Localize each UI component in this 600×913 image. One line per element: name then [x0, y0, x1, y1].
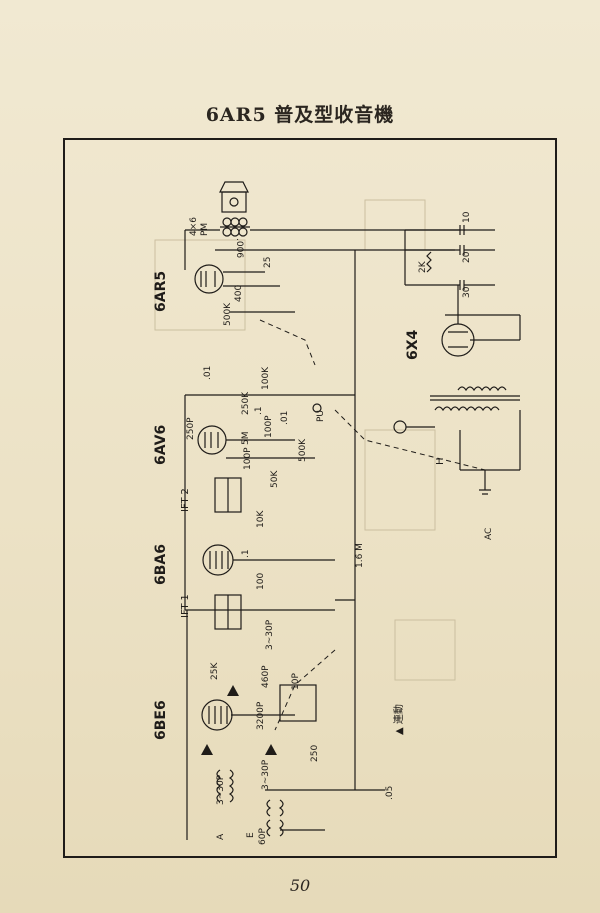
gang-marker-1 — [227, 685, 239, 696]
tube-6x4 — [441, 285, 521, 357]
c-speaker-label: .006 — [234, 238, 244, 258]
tube-6av6 — [197, 425, 227, 455]
page-title: 6AR5 普及型收音機 — [205, 104, 395, 126]
page-number: 50 — [289, 876, 311, 895]
c-1-b-label: .1 — [241, 549, 251, 558]
pickup-jack-icon — [312, 403, 322, 413]
speaker — [219, 181, 250, 237]
r-50k-label: 50K — [270, 470, 280, 488]
r-1-6m-label: 1.6 M — [355, 543, 365, 568]
c-05-label: .05 — [385, 786, 395, 800]
r-6ar5-cathode-label: 400 — [234, 285, 244, 302]
radio-schematic: 4×6 PM .006 10 20 30 2K 6AR5 25 400 500K — [153, 181, 521, 845]
c-60p-label: 60P — [258, 828, 268, 845]
r-25k-label: 25K — [210, 662, 220, 680]
c-3-30p-b-label: 3~30P — [261, 759, 271, 790]
show-through — [154, 199, 456, 681]
c-10p-label: 10P — [291, 673, 301, 690]
c-01-b-label: .01 — [280, 411, 290, 425]
antenna-coils — [216, 769, 325, 837]
r-100-label: 100 — [256, 573, 266, 590]
ift-1 — [214, 594, 242, 630]
c-1-label: .1 — [254, 406, 264, 415]
tube-6ba6 — [202, 544, 234, 576]
filter-caps — [404, 225, 495, 290]
r-10k-label: 10K — [256, 510, 266, 528]
r-100k-label: 100K — [261, 366, 271, 390]
c-3-30p-c-label: 3~30P — [216, 774, 226, 805]
pickup-label: PU — [316, 410, 326, 422]
ift-2 — [214, 477, 242, 513]
gang-marker-3 — [265, 744, 277, 755]
c-6ar5-cathode-label: 25 — [263, 257, 273, 268]
c-3-30p-a-label: 3~30P — [265, 619, 275, 650]
c-460p-label: 460P — [261, 665, 271, 688]
c-01-label: .01 — [203, 366, 213, 380]
antenna-label: A — [216, 833, 226, 840]
tube-6ba6-label: 6BA6 — [153, 544, 169, 585]
c-100p-a-label: 100P — [264, 415, 274, 438]
gang-marker-2 — [201, 744, 213, 755]
r-filter-label: 2K — [418, 260, 428, 273]
c-filter-10-label: 10 — [462, 211, 472, 223]
speaker-size: 4×6 — [189, 217, 199, 236]
power-transformer — [393, 386, 521, 495]
r-5m-label: 5M — [241, 432, 251, 446]
tube-6be6-label: 6BE6 — [153, 700, 169, 740]
earth-label: E — [246, 832, 256, 838]
ac-plug-label: AC — [484, 528, 494, 540]
r-6ar5-grid-label: 500K — [223, 302, 233, 326]
heater-label: H — [435, 457, 446, 465]
tube-6be6 — [201, 699, 233, 731]
gang-note: ▲ 連動 — [392, 704, 405, 735]
schematic-frame — [63, 138, 557, 858]
tube-6ar5 — [194, 264, 224, 294]
ift-1-label: IFT-1 — [180, 594, 191, 618]
r-250k-label: 250K — [241, 391, 251, 415]
r-250-label: 250 — [310, 745, 320, 762]
tube-6ar5-label: 6AR5 — [153, 271, 169, 312]
ift-2-label: IFT-2 — [180, 488, 191, 512]
c-filter-30-label: 30 — [462, 286, 472, 298]
speaker-type: PM — [200, 223, 210, 236]
tube-6x4-label: 6X4 — [405, 329, 421, 360]
c-250p-label: 250P — [186, 417, 196, 440]
r-500k-vol-label: 500K — [298, 438, 308, 462]
tube-6av6-label: 6AV6 — [153, 425, 169, 465]
c-filter-20-label: 20 — [462, 251, 472, 263]
